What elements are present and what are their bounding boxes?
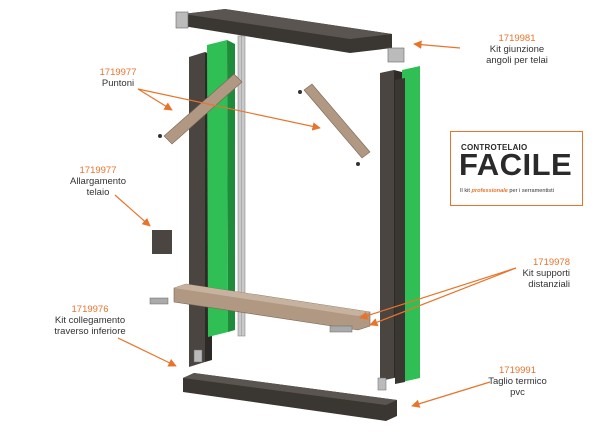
logo-tag-post: per i serramentisti: [507, 188, 554, 194]
label-line: telaio: [86, 187, 110, 198]
label-line: Allargamento: [70, 176, 126, 187]
label-taglio-termico: 1719991 Taglio termico pvc: [470, 365, 565, 398]
label-line: angoli per telai: [486, 55, 548, 66]
label-puntoni: 1719977 Puntoni: [83, 67, 153, 89]
right-green-insert: [395, 66, 420, 384]
logo-top-text: CONTROTELAIO: [461, 143, 528, 152]
label-code: 1719977: [79, 165, 117, 176]
label-line: distanziali: [528, 279, 570, 290]
label-line: Kit collegamento: [54, 315, 126, 326]
right-strut: [298, 83, 371, 166]
bottom-brackets: [149, 297, 387, 391]
thermal-break-profile: [183, 373, 397, 421]
label-line: pvc: [510, 387, 525, 398]
label-kit-collegamento: 1719976 Kit collegamento traverso inferi…: [40, 304, 140, 337]
label-line: Kit giunzione: [489, 44, 545, 55]
label-line: Taglio termico: [488, 376, 547, 387]
label-kit-supporti: 1719978 Kit supporti distanziali: [470, 257, 570, 290]
top-header-beam: [175, 9, 405, 63]
left-aluminium-rail: [237, 35, 246, 337]
label-code: 1719981: [498, 33, 536, 44]
controtelaio-facile-logo: CONTROTELAIO FACILE Il kit professionale…: [450, 131, 583, 206]
label-line: traverso inferiore: [54, 326, 126, 337]
label-code: 1719977: [99, 67, 137, 78]
left-strut: [158, 73, 243, 145]
widening-plate: [152, 230, 172, 254]
label-code: 1719978: [533, 257, 570, 268]
label-line: Kit supporti: [522, 268, 570, 279]
callout-arrows: [114, 40, 517, 408]
logo-tag-highlight: professionale: [471, 188, 508, 194]
logo-tag-pre: Il kit: [460, 188, 472, 194]
label-kit-giunzione: 1719981 Kit giunzione angoli per telai: [462, 33, 572, 66]
label-code: 1719991: [499, 365, 536, 376]
label-code: 1719976: [71, 304, 109, 315]
logo-tagline: Il kit professionale per i serramentisti: [460, 188, 554, 194]
logo-main-text: FACILE: [459, 147, 573, 182]
label-allargamento: 1719977 Allargamento telaio: [58, 165, 138, 198]
label-line: Puntoni: [101, 78, 135, 89]
left-green-insert: [207, 40, 235, 337]
